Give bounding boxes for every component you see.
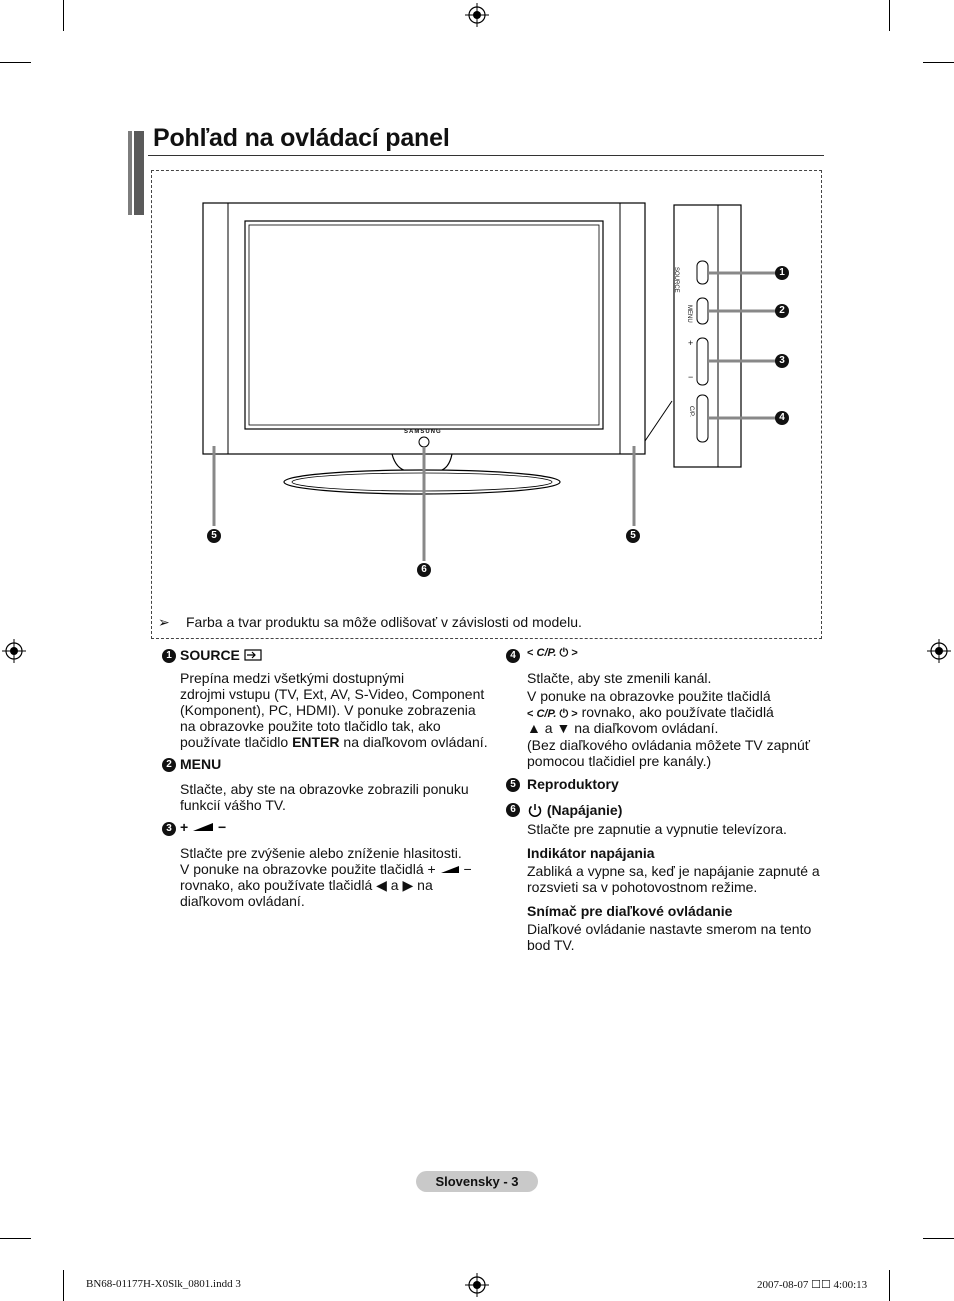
callout-2: 2 (775, 304, 789, 318)
crop-mark (0, 1238, 31, 1239)
power-small-icon: ⏻ (559, 647, 569, 659)
side-channel-label: C/P. (688, 406, 694, 417)
crop-mark (923, 1238, 954, 1239)
crop-mark (889, 0, 890, 31)
power-icon (528, 804, 542, 817)
item-3-number: 3 (162, 822, 176, 836)
side-menu-label: MENU (686, 305, 692, 323)
item-3-body-line: V ponuke na obrazovke použite tlačidlá +… (180, 861, 472, 877)
indicator-title: Indikátor napájania (527, 845, 655, 861)
item-4-body-line: pomocou tlačidiel pre kanály.) (527, 753, 712, 769)
volume-icon (440, 866, 459, 873)
registration-mark-icon (927, 639, 951, 663)
item-5-number: 5 (506, 778, 520, 792)
callout-5-left: 5 (207, 529, 221, 543)
item-4-body-line: ▲ a ▼ na diaľkovom ovládaní. (527, 720, 719, 736)
crop-mark (63, 1270, 64, 1301)
item-4-body-line: Stlačte, aby ste zmenili kanál. (527, 670, 712, 686)
chevron-right-icon: > (571, 647, 578, 659)
title-rule (148, 155, 824, 156)
item-1-body-line: (Komponent), PC, HDMI). V ponuke zobraze… (180, 702, 476, 718)
item-4-body-line: (Bez diaľkového ovládania môžete TV zapn… (527, 737, 811, 753)
crop-mark (0, 62, 31, 63)
item-1-body-line: zdrojmi vstupu (TV, Ext, AV, S-Video, Co… (180, 686, 485, 702)
crop-mark (63, 0, 64, 31)
side-source-label: SOURCE (673, 267, 679, 293)
item-1-body-line: na obrazovke použite toto tlačidlo tak, … (180, 718, 441, 734)
registration-mark-icon (2, 639, 26, 663)
item-4-body-line: V ponuke na obrazovke použite tlačidlá (527, 688, 771, 704)
item-6-body: Stlačte pre zapnutie a vypnutie televízo… (527, 821, 787, 837)
page-number-badge: Slovensky - 3 (416, 1171, 538, 1192)
item-6-heading: (Napájanie) (527, 802, 622, 818)
item-6-number: 6 (506, 803, 520, 817)
tv-brand-label: SAMSUNG (404, 429, 442, 435)
source-input-icon (244, 649, 262, 661)
callout-3: 3 (775, 354, 789, 368)
item-2-body-line: Stlačte, aby ste na obrazovke zobrazili … (180, 781, 469, 797)
slug-filename: BN68-01177H-X0Slk_0801.indd 3 (86, 1278, 241, 1290)
callout-1: 1 (775, 266, 789, 280)
volume-icon (193, 823, 214, 831)
title-accent-bar (128, 131, 144, 215)
sensor-body-line: bod TV. (527, 937, 575, 953)
left-arrow-icon: ◀ (376, 877, 387, 893)
illustration-frame (151, 170, 822, 639)
up-arrow-icon: ▲ (527, 720, 541, 736)
model-note: Farba a tvar produktu sa môže odlišovať … (186, 614, 582, 630)
right-arrow-icon: ▶ (402, 877, 414, 893)
callout-5-right: 5 (626, 529, 640, 543)
page-title: Pohľad na ovládací panel (153, 124, 450, 152)
item-3-body-line: rovnako, ako používate tlačidlá ◀ a ▶ na (180, 877, 433, 893)
item-1-body-last: používate tlačidlo ENTER na diaľkovom ov… (180, 734, 488, 750)
item-3-body-line: diaľkovom ovládaní. (180, 893, 305, 909)
chevron-left-icon: < (527, 647, 534, 659)
item-1-number: 1 (162, 649, 176, 663)
item-5-heading: Reproduktory (527, 776, 619, 792)
crop-mark (923, 62, 954, 63)
sensor-body-line: Diaľkové ovládanie nastavte smerom na te… (527, 921, 812, 937)
callout-6: 6 (417, 563, 431, 577)
sensor-title: Snímač pre diaľkové ovládanie (527, 903, 733, 919)
registration-mark-icon (465, 3, 489, 27)
note-arrow-icon: ➢ (158, 614, 170, 630)
item-4-number: 4 (506, 649, 520, 663)
item-3-heading: + − (180, 819, 227, 835)
channel-button-icon: < C/P. ⏻ > (527, 708, 578, 720)
indicator-body-line: Zabliká a vypne sa, keď je napájanie zap… (527, 863, 820, 879)
item-1-heading: SOURCE (180, 647, 262, 663)
crop-mark (889, 1270, 890, 1301)
callout-4: 4 (775, 411, 789, 425)
item-2-body-line: funkcií vášho TV. (180, 797, 286, 813)
item-3-body-line: Stlačte pre zvýšenie alebo zníženie hlas… (180, 845, 462, 861)
side-minus-label: − (688, 372, 694, 382)
side-plus-label: + (688, 338, 694, 348)
registration-mark-icon (465, 1273, 489, 1297)
indicator-body-line: rozsvieti sa v pohotovostnom režime. (527, 879, 758, 895)
item-1-body-line: Prepína medzi všetkými dostupnými (180, 670, 405, 686)
item-4-body-line: < C/P. ⏻ > rovnako, ako používate tlačid… (527, 704, 774, 720)
slug-timestamp: 2007-08-07 ☐☐ 4:00:13 (757, 1279, 868, 1291)
down-arrow-icon: ▼ (556, 720, 571, 736)
item-4-heading: < C/P. ⏻ > (527, 647, 578, 659)
item-2-heading: MENU (180, 756, 222, 772)
item-2-number: 2 (162, 758, 176, 772)
tv-illustration (202, 202, 776, 561)
